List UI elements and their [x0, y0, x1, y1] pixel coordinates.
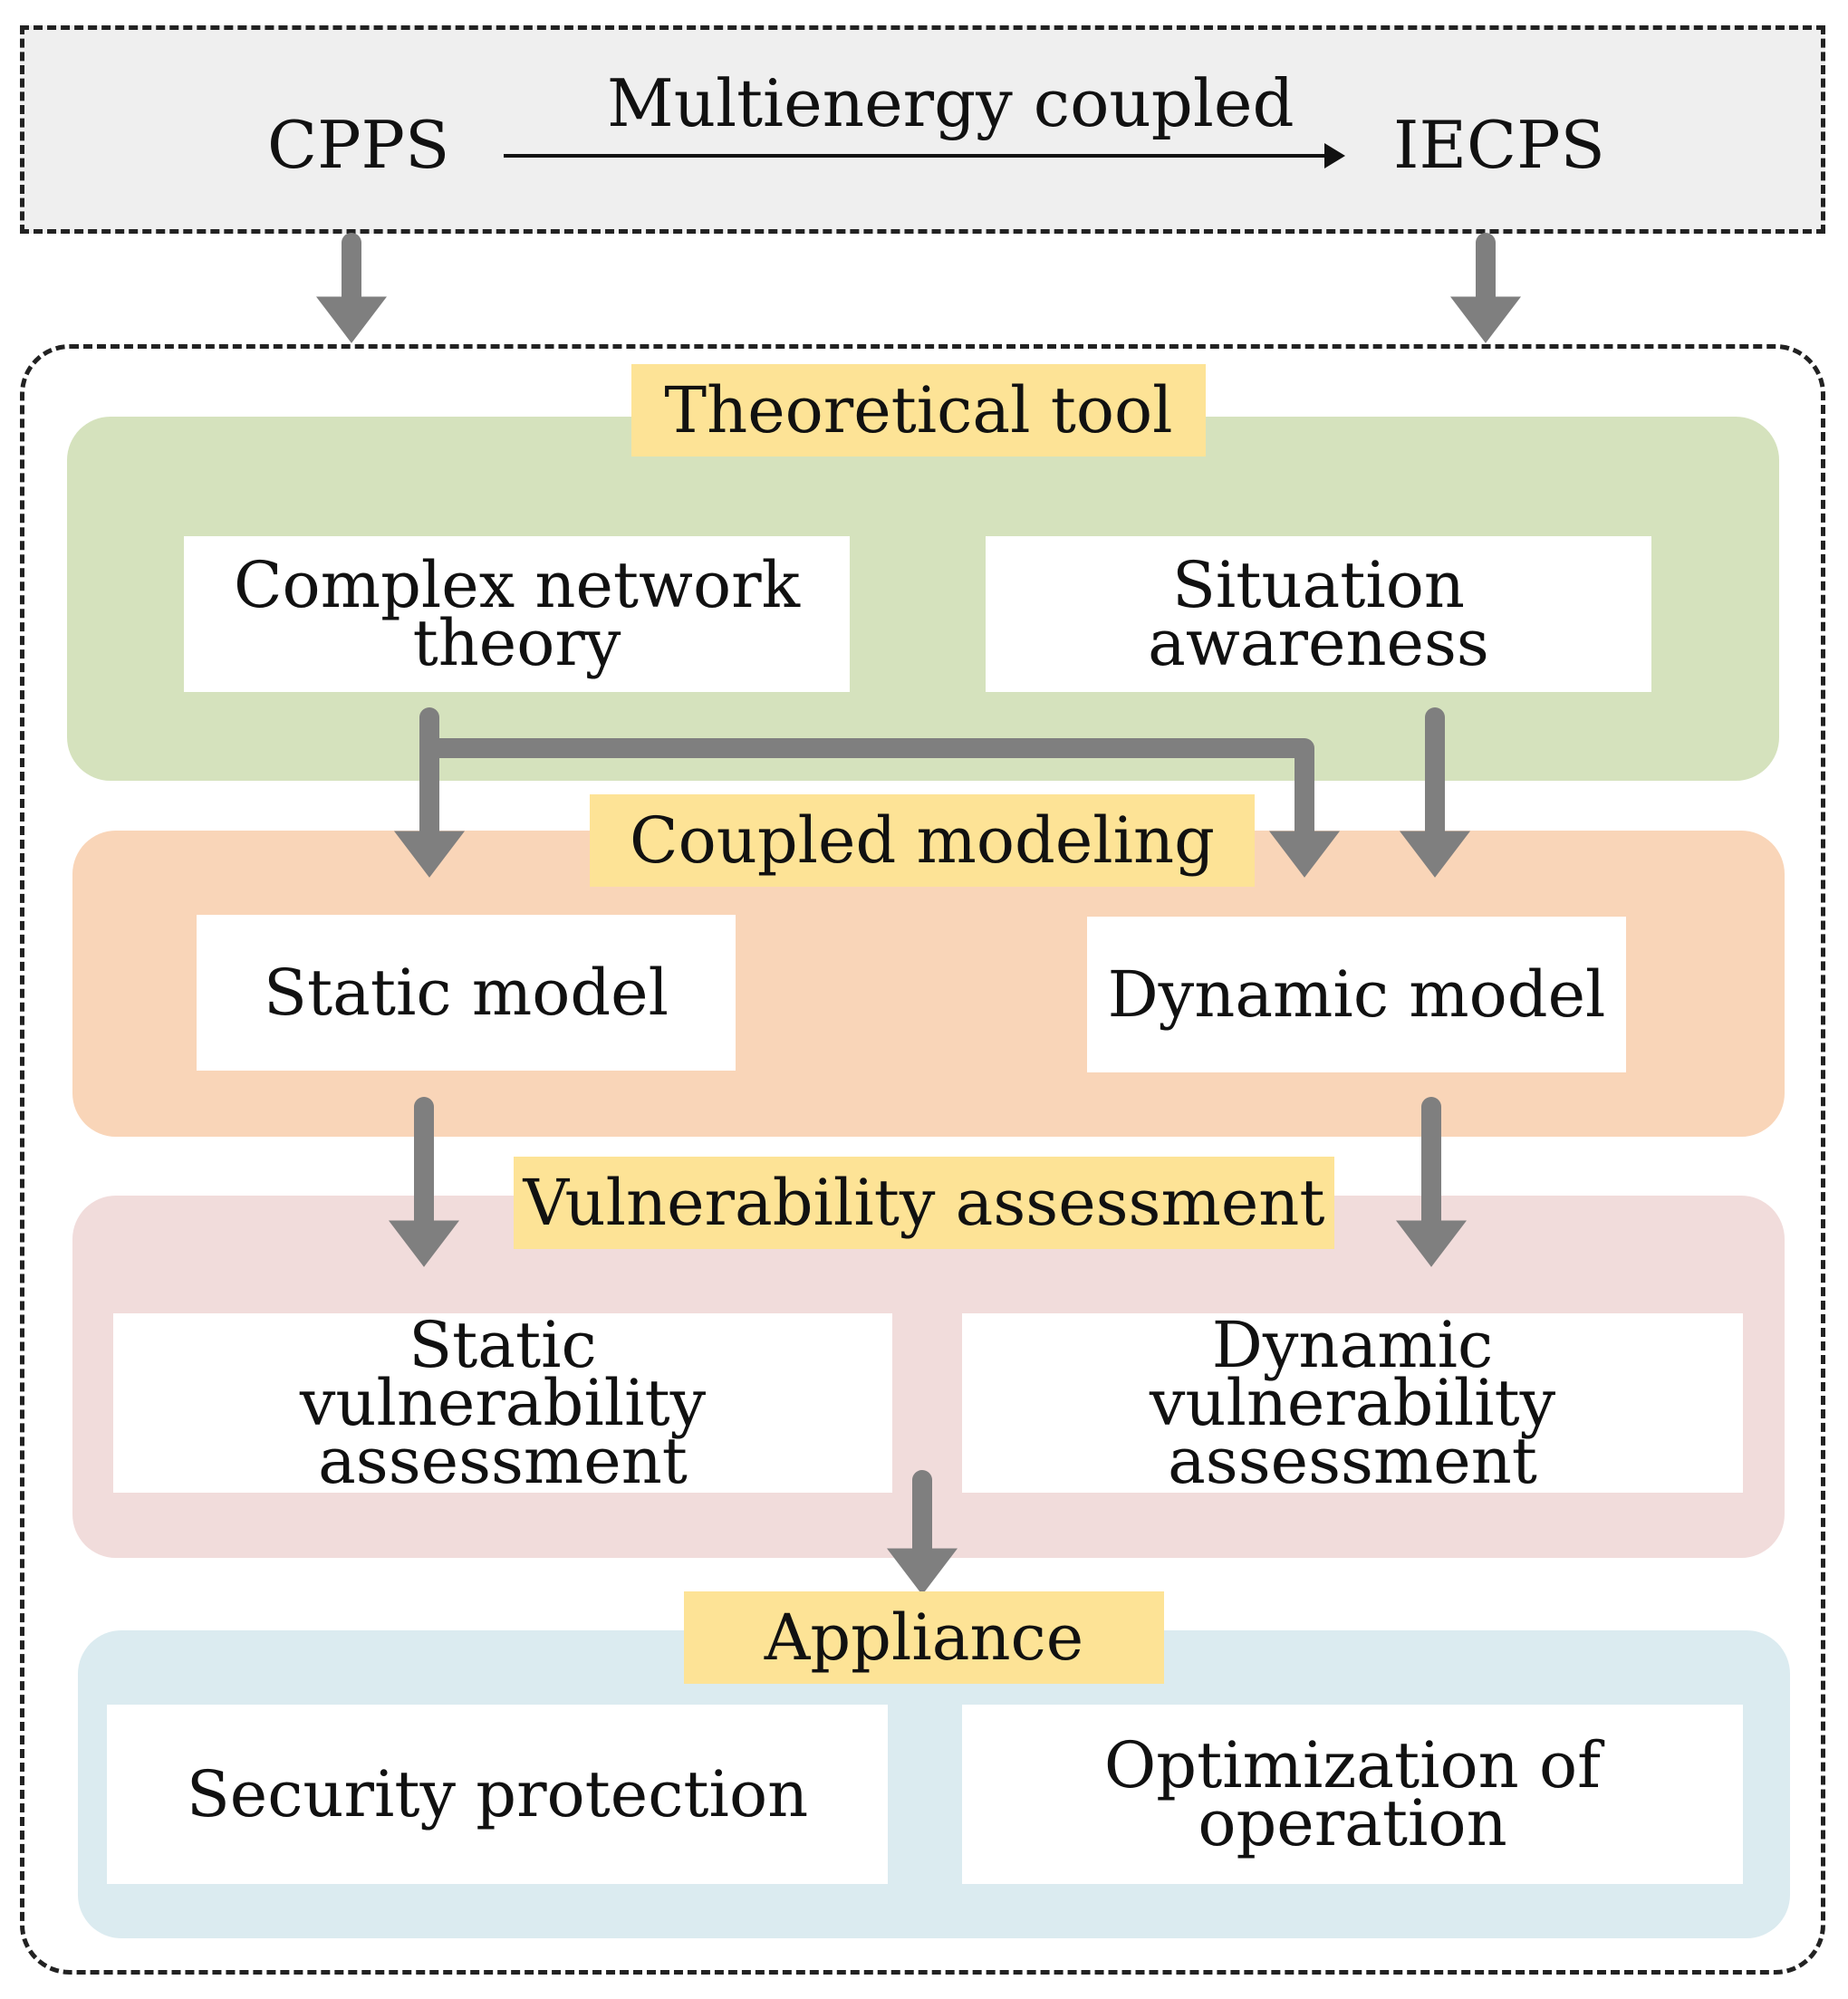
cpps-down-arrow: [315, 233, 388, 343]
static-vulnerability-assessment-label: Static vulnerability assessment: [299, 1308, 707, 1498]
dynamic-vulnerability-assessment-label: Dynamic vulnerability assessment: [1149, 1308, 1556, 1498]
vulnerability-assessment-title: Vulnerability assessment: [514, 1157, 1334, 1249]
network-to-models-arrows: [393, 707, 1341, 878]
situation-awareness-label: Situation awareness: [1148, 548, 1489, 680]
complex-network-theory-label: Complex network theory: [233, 548, 800, 680]
vulnerability-to-appliance-arrow: [886, 1470, 958, 1595]
static-vulnerability-assessment-box: Static vulnerability assessment: [113, 1313, 892, 1493]
dynamic-vulnerability-assessment-box: Dynamic vulnerability assessment: [962, 1313, 1743, 1493]
top-panel: [20, 25, 1825, 234]
security-protection-label: Security protection: [186, 1757, 809, 1831]
multienergy-arrow: [504, 143, 1345, 168]
appliance-title: Appliance: [684, 1591, 1164, 1684]
iecps-label: IECPS: [1393, 107, 1605, 183]
dynamic-model-down-arrow: [1395, 1097, 1468, 1267]
situation-awareness-box: Situation awareness: [986, 536, 1651, 692]
dynamic-model-label: Dynamic model: [1107, 957, 1606, 1032]
framework-container: [20, 344, 1825, 1975]
security-protection-box: Security protection: [107, 1705, 888, 1884]
complex-network-theory-box: Complex network theory: [184, 536, 850, 692]
coupled-modeling-title: Coupled modeling: [590, 794, 1255, 887]
awareness-to-dynamic-arrow: [1399, 707, 1471, 878]
iecps-down-arrow: [1449, 233, 1522, 343]
optimization-of-operation-box: Optimization of operation: [962, 1705, 1743, 1884]
theoretical-tool-title: Theoretical tool: [631, 364, 1206, 457]
static-model-box: Static model: [197, 915, 736, 1071]
cpps-label: CPPS: [267, 107, 450, 183]
static-model-label: Static model: [264, 956, 669, 1030]
static-model-down-arrow: [388, 1097, 460, 1267]
transition-label: Multienergy coupled: [607, 65, 1295, 141]
dynamic-model-box: Dynamic model: [1087, 917, 1626, 1072]
optimization-of-operation-label: Optimization of operation: [1103, 1728, 1602, 1860]
